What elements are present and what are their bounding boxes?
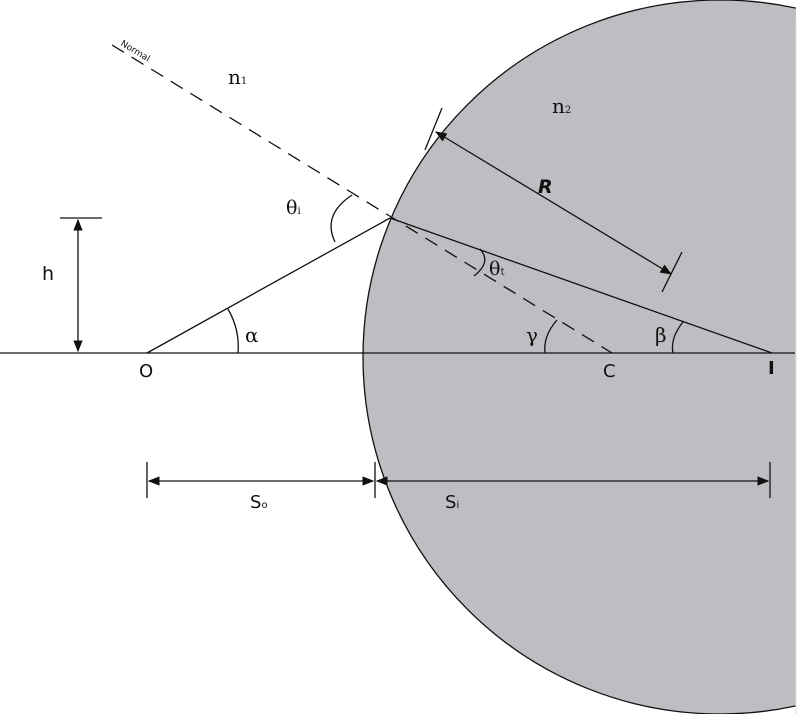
n1-label: n1 [228,65,247,89]
incident-ray [146,217,391,354]
gamma-label: γ [526,323,538,347]
image-label: I [768,358,775,379]
center-label: C [603,361,616,382]
alpha-arc [227,308,239,354]
si-label: Si [445,492,459,513]
alpha-label: α [245,323,259,347]
theta-t-label: θt [489,258,504,280]
theta-i-arc [330,194,353,243]
r-tick-start [424,107,443,151]
object-label: O [139,361,153,382]
theta-i-label: θi [286,197,301,219]
radius-label: R [538,176,553,198]
n2-label: n2 [552,94,571,118]
normal-line [111,44,613,354]
beta-label: β [655,323,667,347]
height-label: h [42,263,54,285]
r-arrow [434,131,673,275]
beta-arc [671,321,684,354]
spherical-surface [362,0,796,714]
gamma-arc [544,319,558,354]
so-label: So [250,492,268,513]
